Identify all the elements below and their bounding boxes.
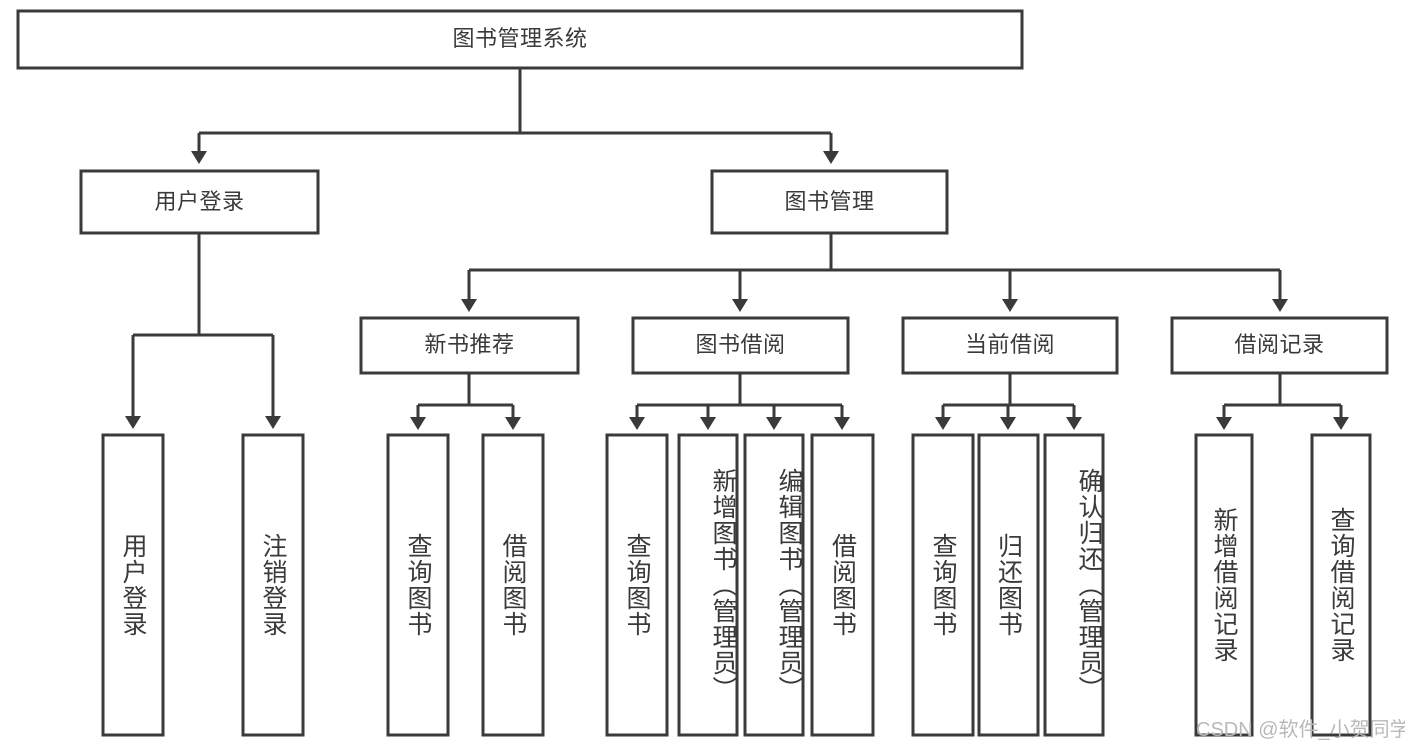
csdn-watermark: CSDN @软件_小贺同学 [1196, 719, 1405, 741]
connector-group-book-manage [461, 233, 1288, 312]
node-box-leaf-add-book-admin[interactable] [677, 433, 739, 737]
connector-group-borrow-record [1216, 373, 1349, 430]
node-box-book-manage[interactable] [710, 169, 949, 235]
connector-group-current-borrow [935, 373, 1082, 430]
node-box-book-borrow[interactable] [631, 316, 850, 375]
node-box-user-login[interactable] [79, 169, 320, 235]
connector-group-book-borrow [629, 373, 850, 430]
connector-group-root [191, 68, 839, 164]
node-box-borrow-record[interactable] [1170, 316, 1389, 375]
node-box-new-book-recommend[interactable] [359, 316, 580, 375]
node-box-current-borrow[interactable] [901, 316, 1119, 375]
node-box-leaf-query-book-1[interactable] [386, 433, 450, 737]
node-box-leaf-user-login[interactable] [101, 433, 165, 737]
node-box-leaf-borrow-book-1[interactable] [481, 433, 545, 737]
node-box-leaf-query-book-2[interactable] [605, 433, 669, 737]
node-box-root[interactable] [16, 9, 1024, 70]
node-box-leaf-add-borrow-record[interactable] [1194, 433, 1254, 737]
node-box-leaf-return-book[interactable] [977, 433, 1040, 737]
node-box-leaf-query-book-3[interactable] [911, 433, 975, 737]
node-box-leaf-logout-login[interactable] [241, 433, 305, 737]
node-box-leaf-edit-book-admin[interactable] [743, 433, 805, 737]
node-box-leaf-query-borrow-record[interactable] [1310, 433, 1372, 737]
node-box-leaf-borrow-book-2[interactable] [810, 433, 875, 737]
node-box-leaf-confirm-return-admin[interactable] [1043, 433, 1105, 737]
connector-group-user-login [125, 233, 281, 429]
connector-group-new-book-recommend [410, 373, 521, 430]
